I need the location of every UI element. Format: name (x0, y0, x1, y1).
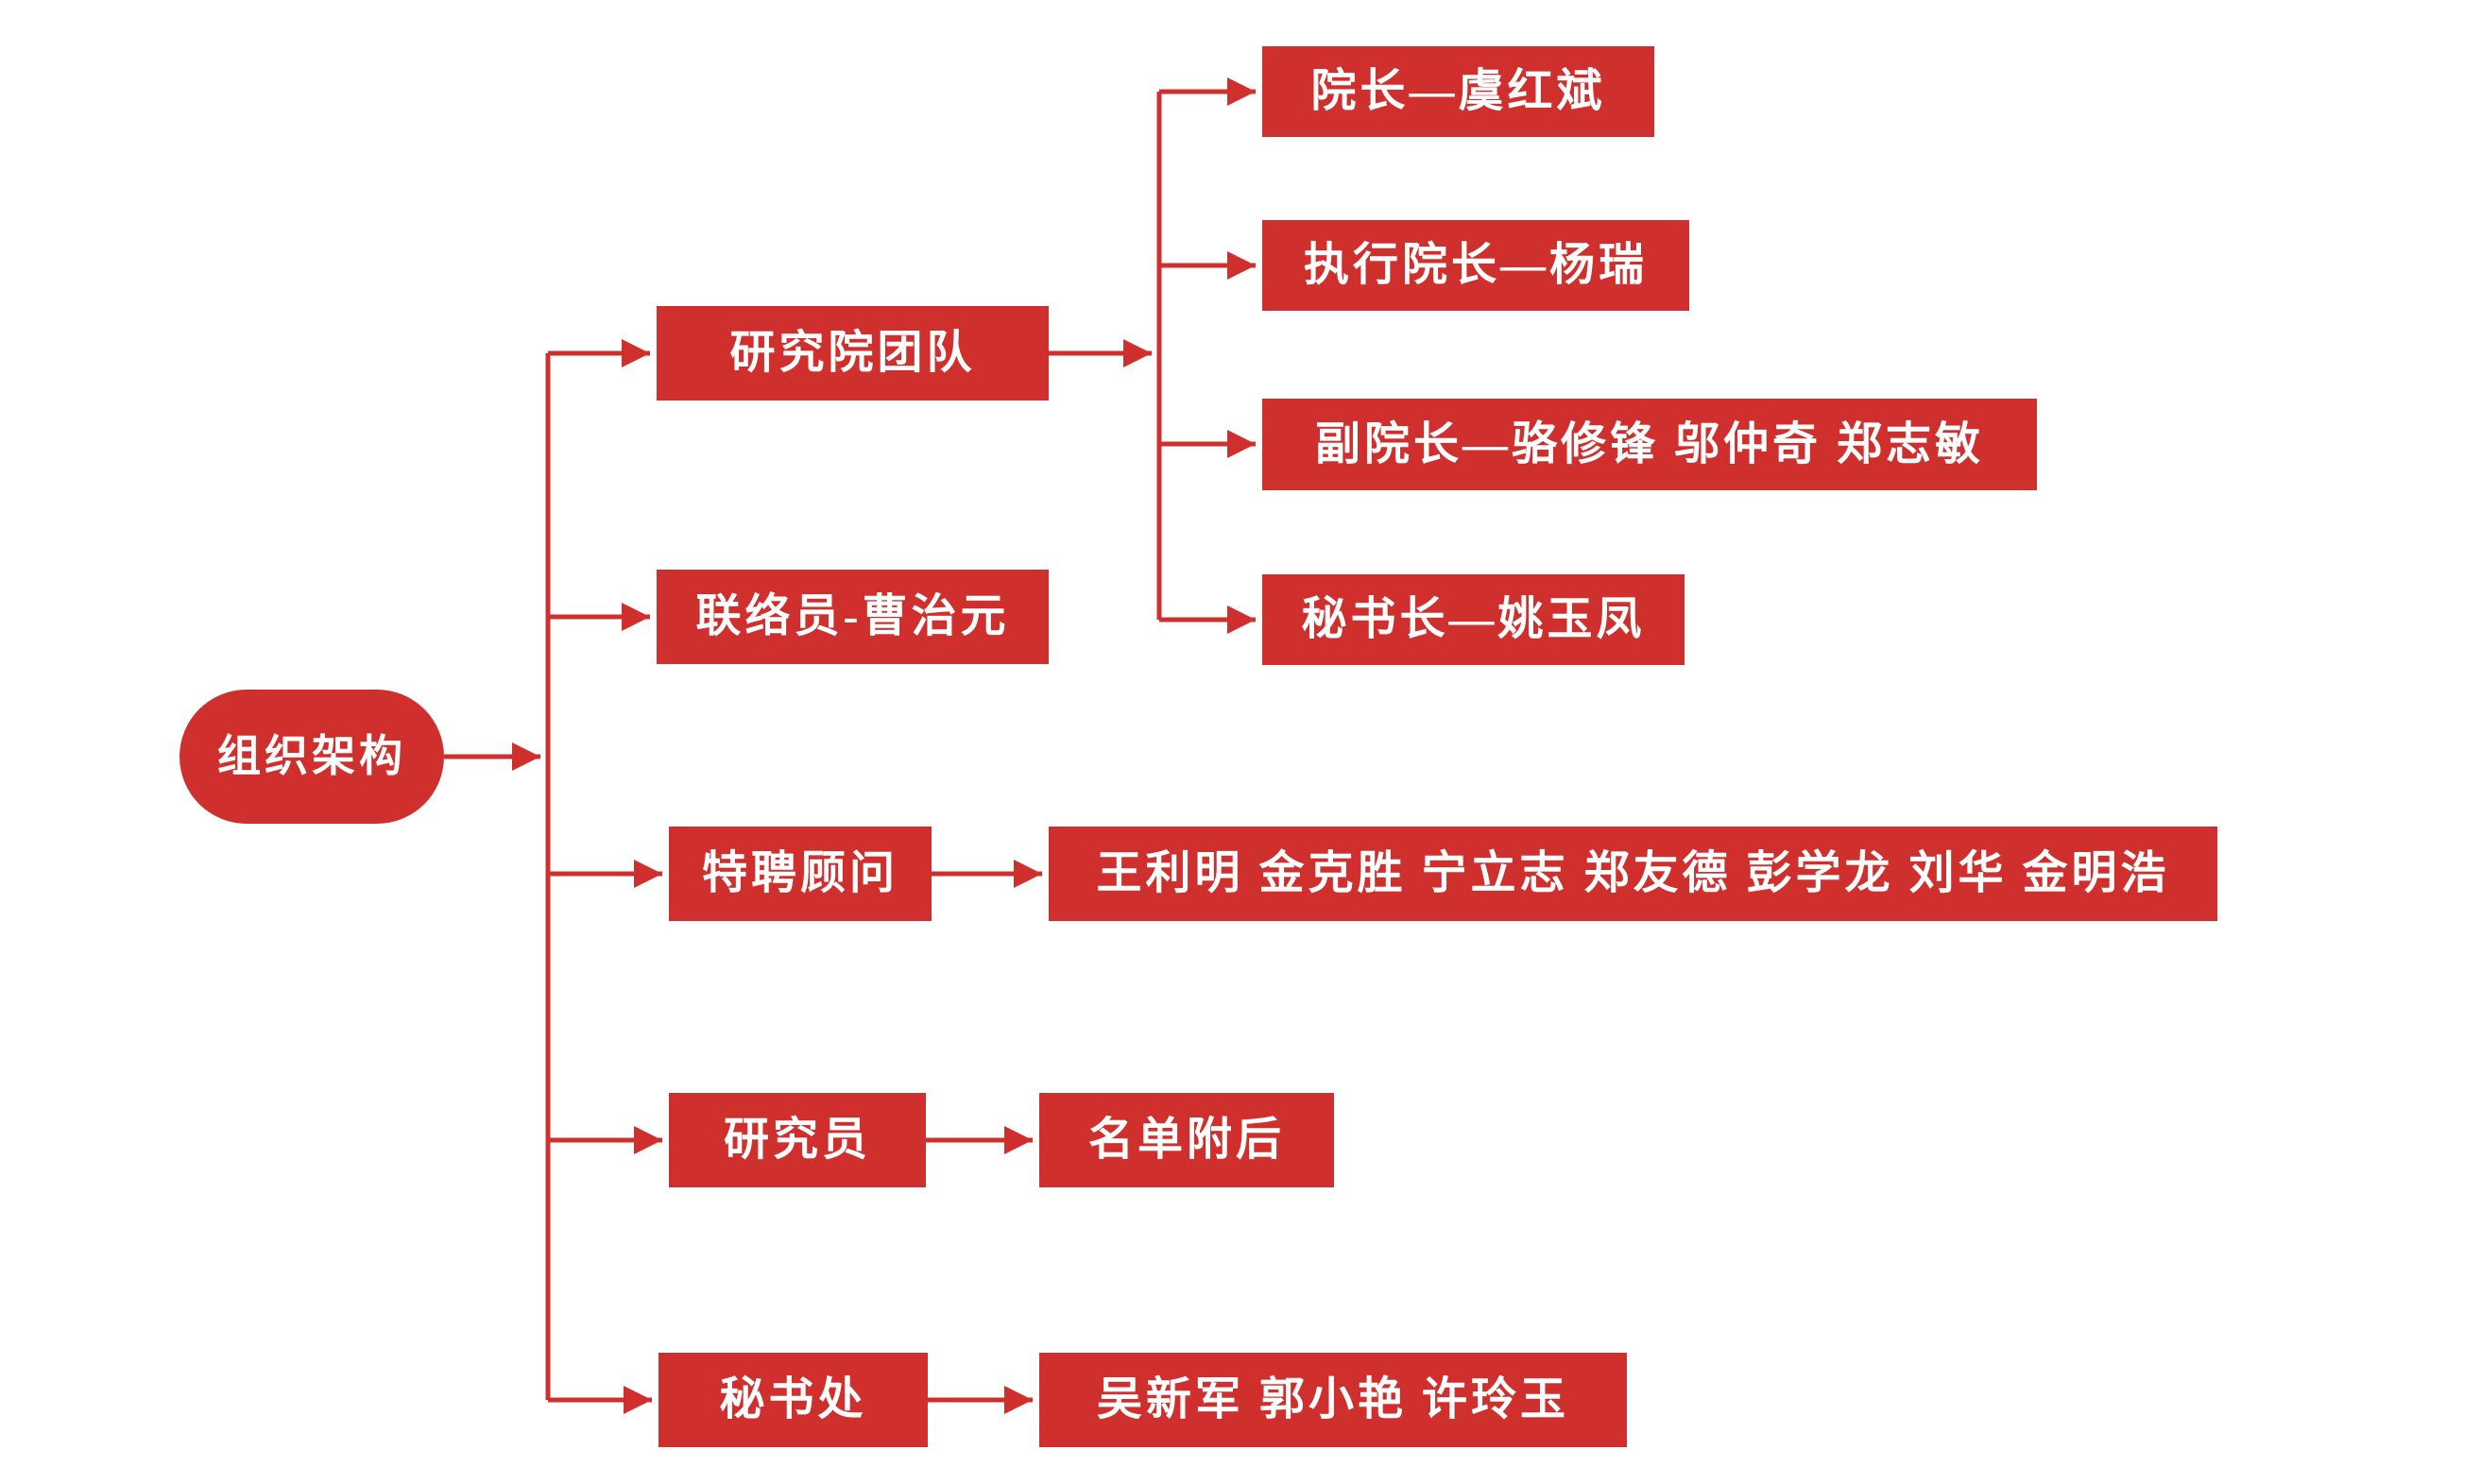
leaf-advisor-names: 王利明 金克胜 宁立志 郑友德 彭学龙 刘华 金明浩 (1049, 827, 2217, 921)
leaf-researcher-list-note: 名单附后 (1039, 1093, 1334, 1187)
child-dean: 院长—虞红斌 (1262, 46, 1654, 137)
branch-liaison: 联络员-曹治元 (657, 570, 1049, 664)
branch-advisors: 特聘顾问 (669, 827, 932, 921)
child-executive-dean: 执行院长—杨瑞 (1262, 220, 1689, 311)
branch-researchers: 研究员 (669, 1093, 926, 1187)
branch-research-team: 研究院团队 (657, 306, 1049, 401)
branch-secretariat: 秘书处 (658, 1353, 928, 1447)
leaf-secretariat-names: 吴新军 郭小艳 许玲玉 (1039, 1353, 1627, 1447)
child-secretary-general: 秘书长—姚玉凤 (1262, 574, 1685, 665)
root-node: 组织架构 (180, 690, 444, 824)
child-vice-deans: 副院长—骆修锋 邬仲奇 郑志敏 (1262, 399, 2037, 490)
